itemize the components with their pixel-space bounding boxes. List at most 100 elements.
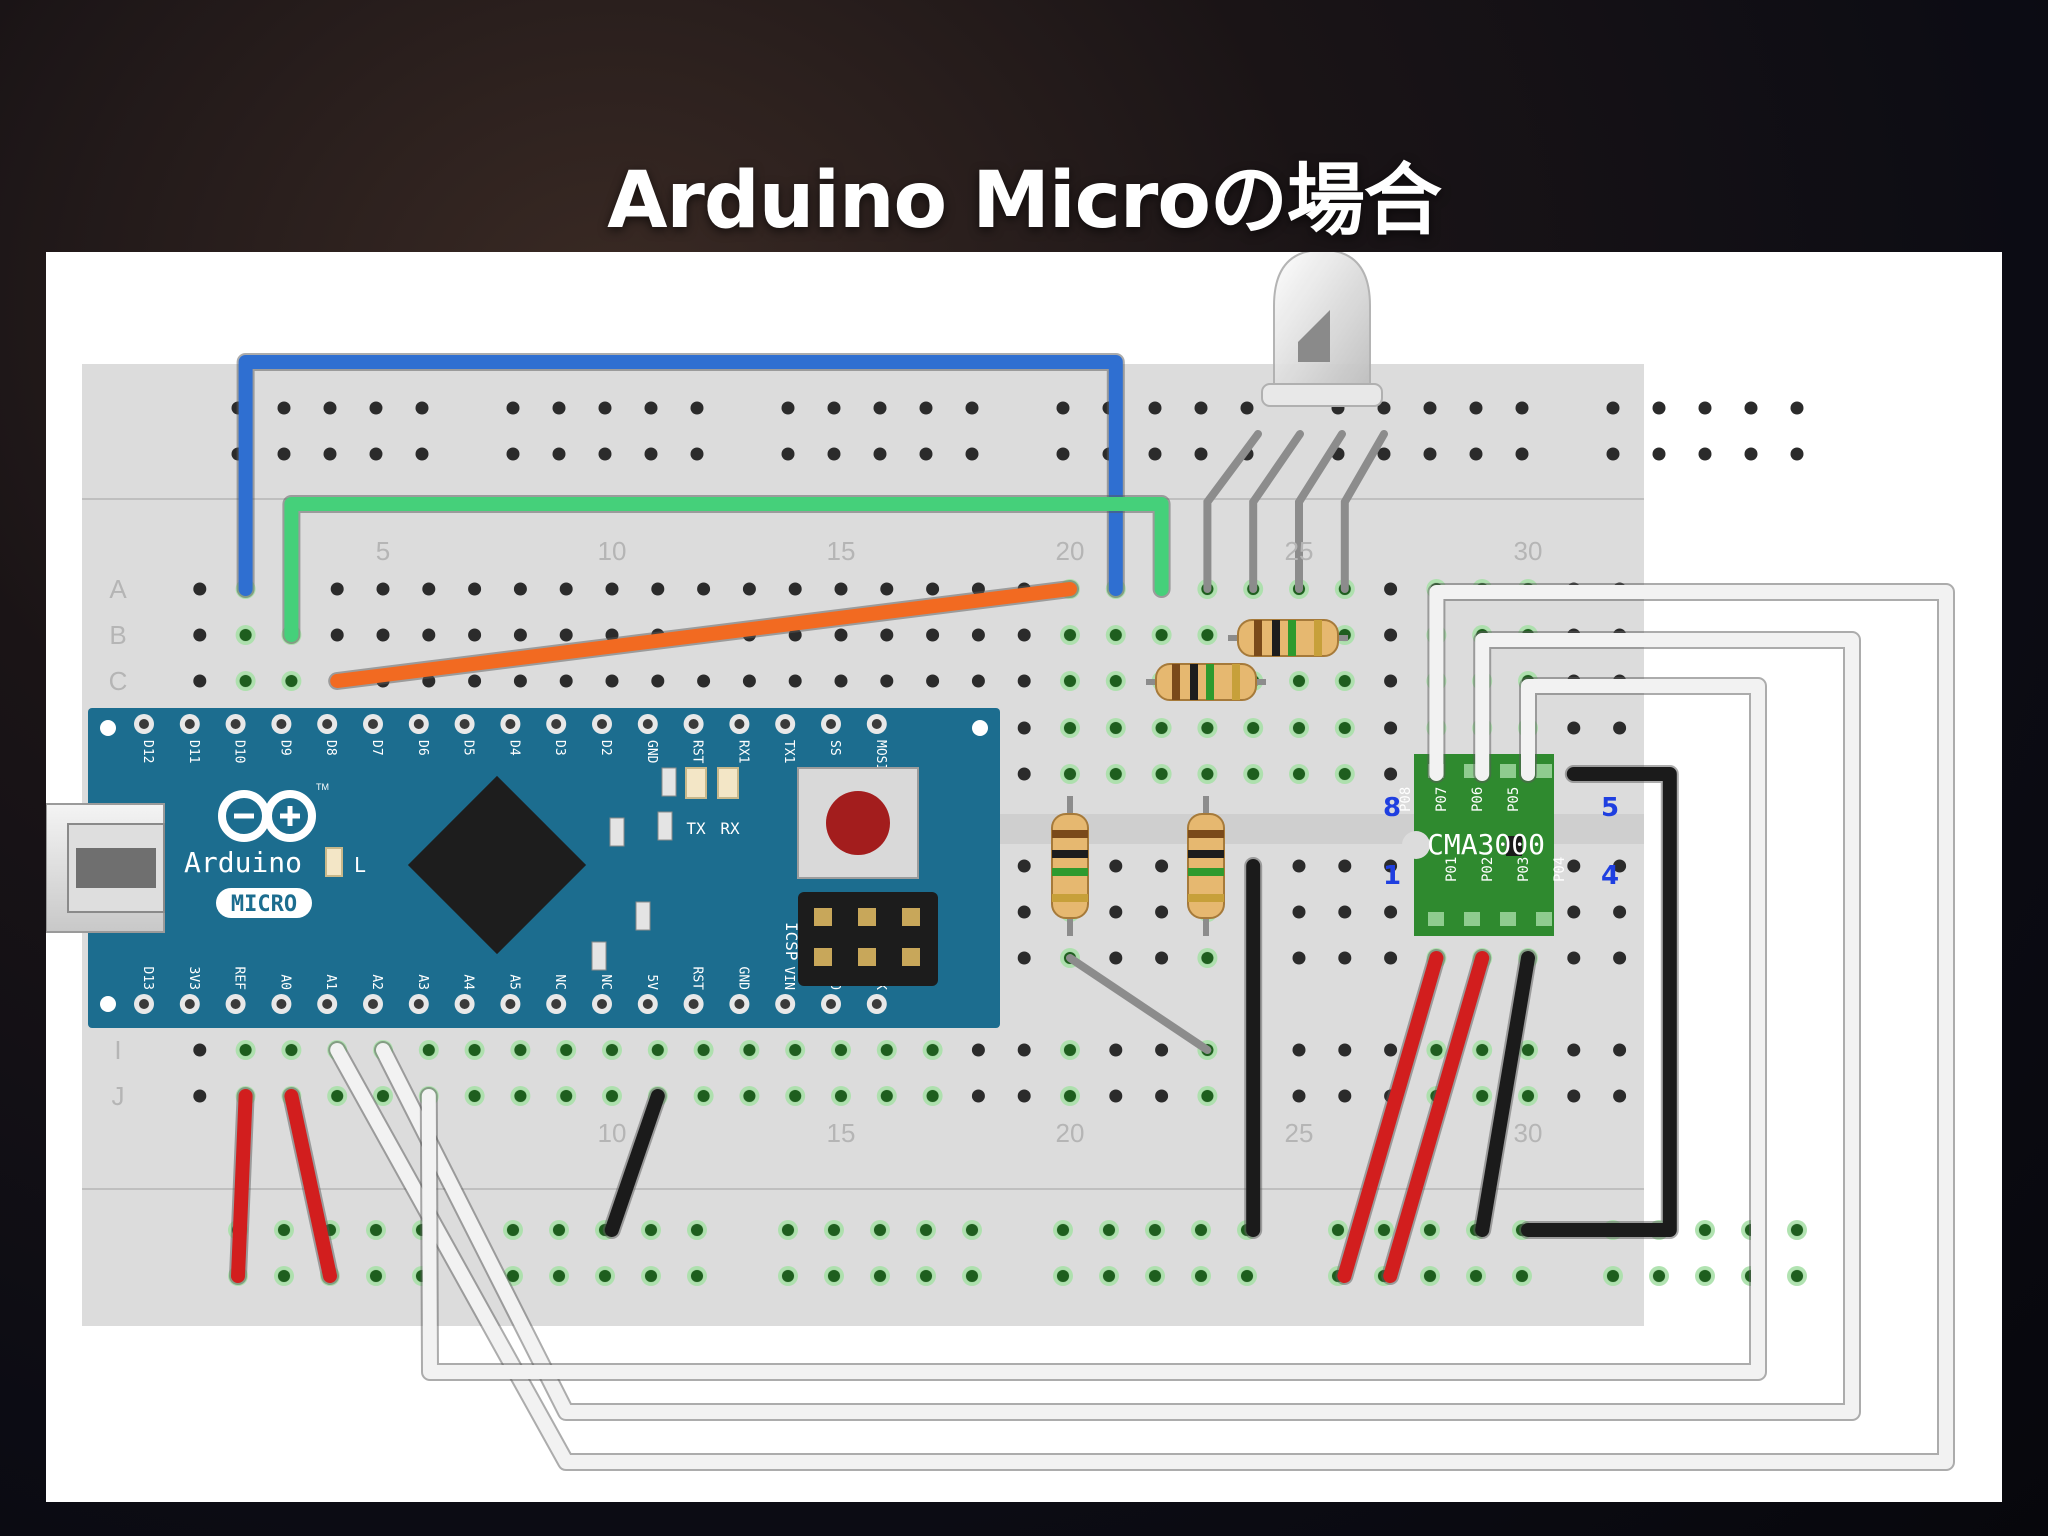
connected-hole <box>239 675 252 687</box>
connected-hole <box>1064 675 1076 687</box>
resistor-band <box>1288 620 1296 656</box>
breadboard-hole <box>880 628 894 642</box>
breadboard-hole <box>1384 859 1398 873</box>
rail-hole <box>277 401 291 415</box>
breadboard-hole <box>742 582 756 596</box>
rail-hole-connected <box>278 1270 290 1282</box>
breadboard-hole <box>422 582 436 596</box>
tx-label: TX <box>686 819 706 838</box>
rail-hole-connected <box>1057 1270 1069 1282</box>
icsp-label: ICSP <box>782 922 801 961</box>
smd-component <box>591 941 607 971</box>
connected-hole <box>651 1044 664 1056</box>
smd-component <box>635 901 651 931</box>
rail-hole-connected <box>507 1224 519 1236</box>
breadboard-hole <box>1017 767 1031 781</box>
wire-black-loop <box>1521 767 1677 1237</box>
rail-hole <box>1240 401 1254 415</box>
top-header-pin-hole <box>642 719 653 729</box>
rail-hole <box>1652 401 1666 415</box>
wire-green <box>284 497 1169 642</box>
wire-red-4 <box>1383 951 1490 1283</box>
bottom-header-pin-hole <box>551 999 562 1009</box>
rail-hole <box>1377 447 1391 461</box>
bottom-header-pin-hole <box>688 999 699 1009</box>
connected-hole <box>377 1090 389 1102</box>
usb-socket <box>76 848 156 888</box>
rail-hole-connected <box>1057 1224 1069 1236</box>
rail-hole-connected <box>278 1224 290 1236</box>
led-leg <box>1249 430 1304 593</box>
sensor-pad-top <box>1500 764 1516 778</box>
connected-hole <box>926 1044 939 1056</box>
breadboard-hole <box>605 582 619 596</box>
connected-hole <box>1109 629 1122 641</box>
bottom-header-pin-hole <box>734 999 745 1009</box>
rail-hole <box>1148 401 1162 415</box>
breadboard-hole <box>697 582 711 596</box>
rail-hole-connected <box>691 1224 703 1236</box>
rail-hole <box>690 447 704 461</box>
pin-number-8: 8 <box>1383 793 1401 823</box>
rail-hole-connected <box>1149 1224 1161 1236</box>
sensor-pad-bottom <box>1536 912 1552 926</box>
rail-hole <box>965 447 979 461</box>
sensor-pad-label: P08 <box>1398 787 1414 812</box>
rail-hole <box>277 447 291 461</box>
trademark-label: TM <box>316 782 329 792</box>
connected-hole <box>880 1044 893 1056</box>
connected-hole <box>835 1090 847 1102</box>
connected-hole <box>560 1090 573 1102</box>
rail-hole-connected <box>1699 1224 1711 1236</box>
rail-hole <box>323 447 337 461</box>
connected-hole <box>1522 1044 1534 1056</box>
breadboard-hole <box>1384 1043 1398 1057</box>
connected-hole <box>239 1044 252 1056</box>
rail-hole-connected <box>370 1270 382 1282</box>
breadboard-hole <box>193 674 207 688</box>
connected-hole <box>1247 768 1260 780</box>
rail-hole-connected <box>782 1270 794 1282</box>
connected-hole <box>239 629 252 641</box>
resistor-band <box>1052 868 1088 876</box>
sensor-chip <box>1506 836 1522 856</box>
top-header-pin-hole <box>551 719 562 729</box>
grey-jumper <box>1066 954 1212 1054</box>
column-number: 15 <box>827 1118 856 1148</box>
resistor-band <box>1188 830 1224 838</box>
pin-number-1: 1 <box>1383 861 1401 891</box>
breadboard-hole <box>1017 628 1031 642</box>
rail-hole <box>1469 401 1483 415</box>
sensor-pad-label: P06 <box>1470 787 1486 812</box>
breadboard-hole <box>559 674 573 688</box>
top-header-pin-hole <box>368 719 378 729</box>
rail-hole <box>506 447 520 461</box>
breadboard-hole <box>193 582 207 596</box>
top-header-pin-hole <box>230 719 241 729</box>
bottom-header-pin-hole <box>184 999 195 1009</box>
rail-hole <box>506 401 520 415</box>
bottom-header-pin-hole <box>826 999 836 1009</box>
tx-led <box>685 767 707 799</box>
breadboard-hole <box>1155 1089 1169 1103</box>
row-label: J <box>112 1081 125 1111</box>
rail-hole-connected <box>782 1224 794 1236</box>
breadboard-hole <box>468 674 482 688</box>
breadboard-hole <box>651 674 665 688</box>
rail-hole <box>965 401 979 415</box>
connected-hole <box>1293 768 1305 780</box>
wire-black-sensor <box>1475 951 1535 1237</box>
icsp-pin <box>814 908 832 926</box>
rail-hole <box>1790 401 1804 415</box>
icsp-pin <box>858 908 876 926</box>
icsp-pin <box>902 948 920 966</box>
bottom-header-pin-hole <box>413 999 424 1009</box>
sensor-pad-label: P02 <box>1480 857 1496 882</box>
connected-hole <box>926 1090 939 1102</box>
rail-hole-connected <box>1195 1224 1207 1236</box>
rail-hole <box>598 447 612 461</box>
breadboard-hole <box>1613 951 1627 965</box>
wire-red-3 <box>1337 951 1444 1283</box>
row-label: C <box>109 666 128 696</box>
